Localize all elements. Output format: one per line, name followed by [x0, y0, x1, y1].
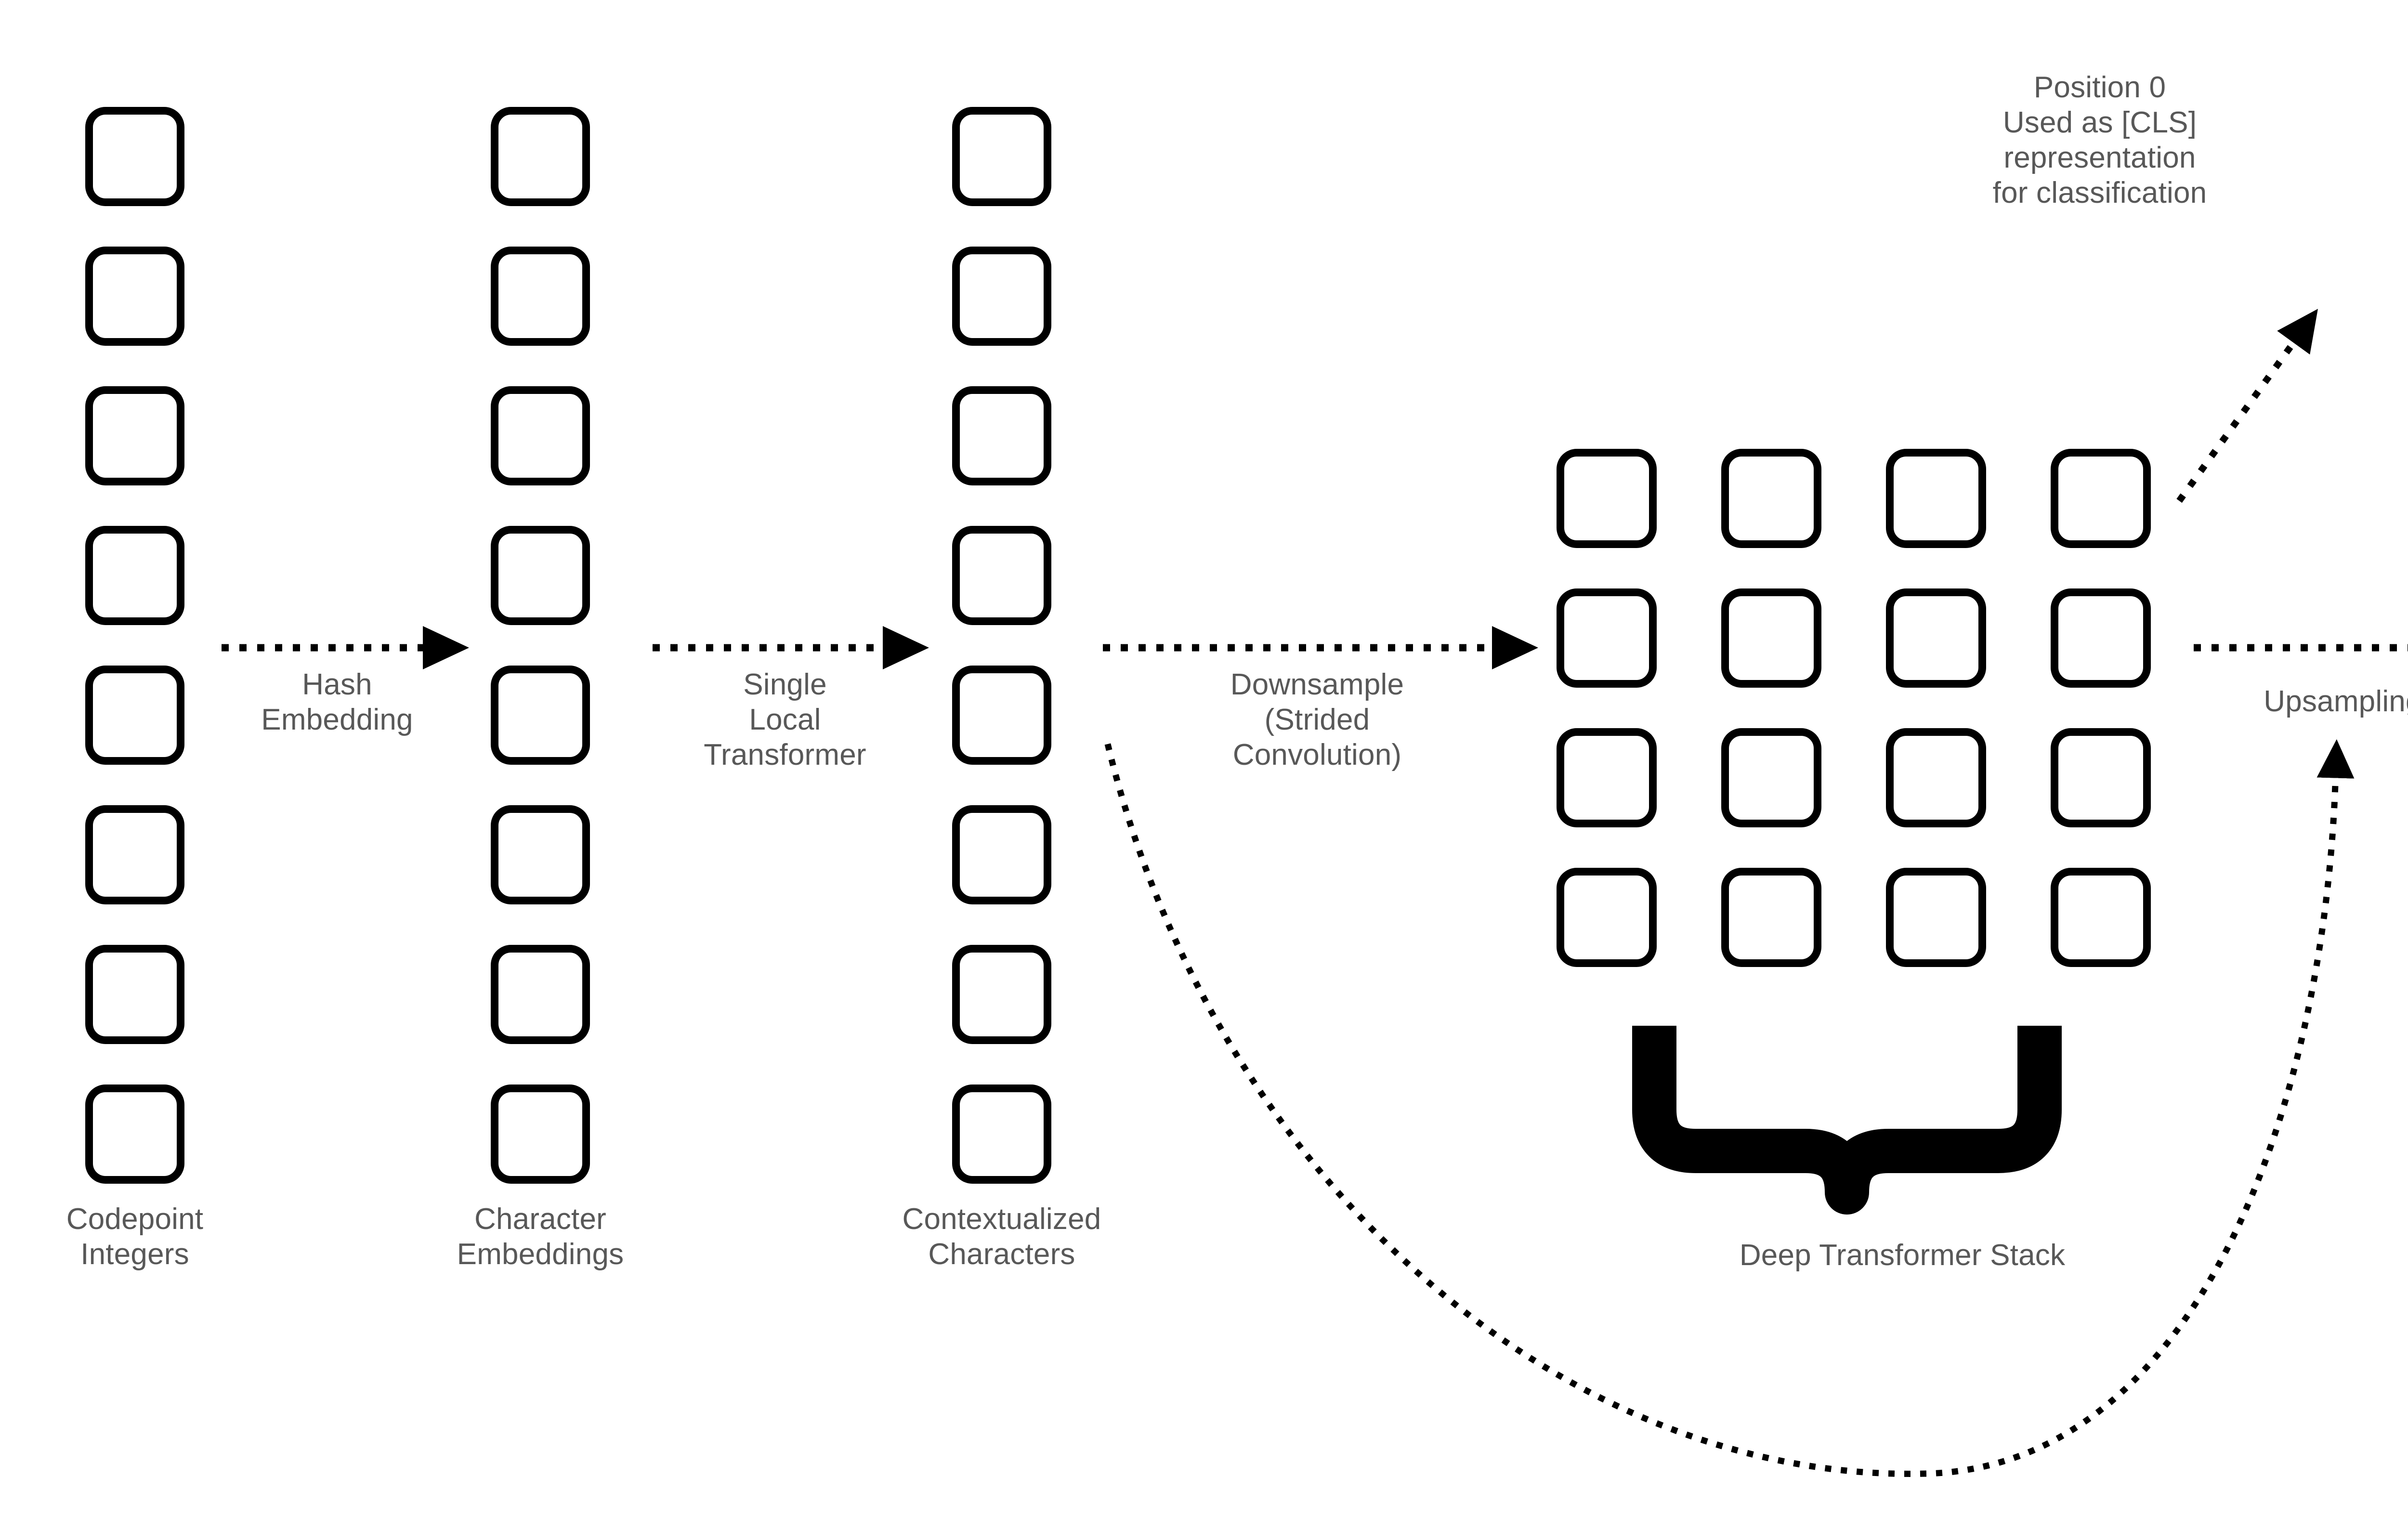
cell-contextualized-characters	[952, 107, 1051, 206]
annotation-arrows	[1104, 309, 2355, 1477]
cell-contextualized-characters	[952, 386, 1051, 485]
cell-deep-transformer-stack	[1557, 728, 1657, 827]
column-label-character-embeddings: Character Embeddings	[457, 1202, 624, 1271]
cell-deep-transformer-stack	[2051, 728, 2151, 827]
cell-deep-transformer-stack	[1721, 868, 1821, 967]
cell-character-embeddings	[491, 666, 590, 765]
cell-deep-transformer-stack	[1886, 588, 1986, 688]
cell-deep-transformer-stack	[1557, 868, 1657, 967]
cell-deep-transformer-stack	[1721, 449, 1821, 548]
cell-deep-transformer-stack	[1721, 588, 1821, 688]
cell-character-embeddings	[491, 526, 590, 625]
cell-character-embeddings	[491, 945, 590, 1044]
cell-deep-transformer-stack	[1886, 728, 1986, 827]
cell-character-embeddings	[491, 386, 590, 485]
arrow-label-single-local-transformer: Single Local Transformer	[704, 668, 866, 772]
stack-brace-icon	[1632, 1026, 2062, 1215]
cell-character-embeddings	[491, 805, 590, 904]
cell-deep-transformer-stack	[2051, 449, 2151, 548]
grid-label-deep-transformer-stack: Deep Transformer Stack	[1739, 1239, 2066, 1272]
cell-character-embeddings	[491, 1085, 590, 1184]
arrow-label-hash-embedding: Hash Embedding	[261, 668, 413, 737]
cell-deep-transformer-stack	[1886, 868, 1986, 967]
transformer-grid	[1557, 449, 2151, 967]
arrow-label-upsampling: Upsampling	[2264, 685, 2408, 718]
cell-contextualized-characters	[952, 805, 1051, 904]
annotation-label-position-zero-cls: Position 0 Used as [CLS] representation …	[1992, 71, 2207, 210]
cell-deep-transformer-stack	[1557, 449, 1657, 548]
arrow-label-downsample-strided-convolution: Downsample (Strided Convolution)	[1230, 668, 1404, 772]
curve-residual-skip-connection	[1104, 739, 2355, 1477]
column-label-concatenated-representations: Concatenated Representations	[2403, 1218, 2408, 1289]
cell-deep-transformer-stack	[1721, 728, 1821, 827]
token-columns	[85, 107, 1051, 1184]
cell-character-embeddings	[491, 107, 590, 206]
cell-contextualized-characters	[952, 945, 1051, 1044]
cell-codepoint-integers	[85, 1085, 184, 1184]
cell-contextualized-characters	[952, 247, 1051, 346]
column-label-contextualized-characters: Contextualized Characters	[902, 1202, 1101, 1271]
cell-deep-transformer-stack	[1557, 588, 1657, 688]
cell-contextualized-characters	[952, 1085, 1051, 1184]
brace-icon	[1632, 1026, 2062, 1215]
cell-codepoint-integers	[85, 805, 184, 904]
cell-character-embeddings	[491, 247, 590, 346]
cell-deep-transformer-stack	[2051, 868, 2151, 967]
cell-codepoint-integers	[85, 526, 184, 625]
cell-codepoint-integers	[85, 247, 184, 346]
cell-codepoint-integers	[85, 666, 184, 765]
cell-deep-transformer-stack	[1886, 449, 1986, 548]
cell-codepoint-integers	[85, 107, 184, 206]
cell-codepoint-integers	[85, 386, 184, 485]
cell-contextualized-characters	[952, 526, 1051, 625]
cell-contextualized-characters	[952, 666, 1051, 765]
cell-codepoint-integers	[85, 945, 184, 1044]
cell-deep-transformer-stack	[2051, 588, 2151, 688]
column-label-codepoint-integers: Codepoint Integers	[66, 1202, 204, 1271]
arrow-position-zero-cls	[2176, 309, 2318, 503]
